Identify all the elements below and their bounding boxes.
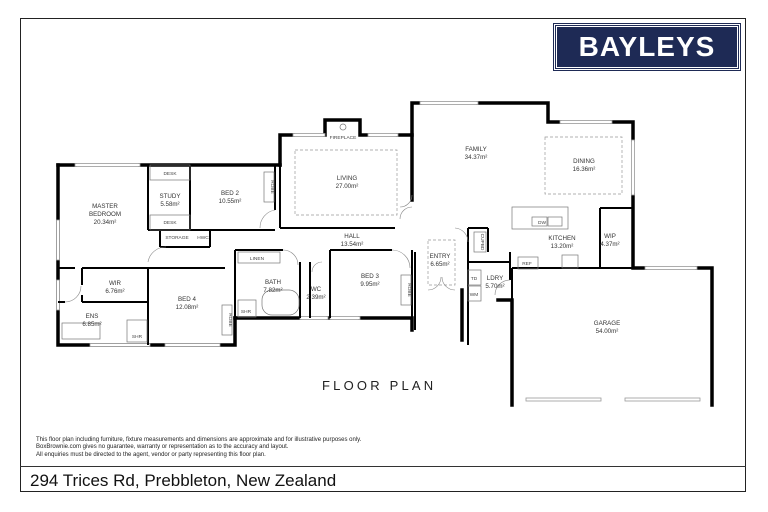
label-bed4-area: 12.08m² — [176, 304, 199, 311]
label-wm: WM — [470, 292, 479, 298]
label-robe-bed3: ROBE — [406, 283, 412, 297]
disclaimer-line-1: This floor plan including furniture, fix… — [36, 437, 362, 443]
label-wc: WC — [311, 286, 322, 293]
label-robe-bed2: ROBE — [269, 180, 275, 194]
label-wip: WIP — [604, 233, 616, 240]
label-master-area: 20.34m² — [94, 219, 117, 226]
label-ref: REF — [522, 261, 532, 267]
exterior-walls — [56, 101, 714, 407]
label-entry: ENTRY — [430, 253, 451, 260]
label-family-area: 34.37m² — [465, 154, 488, 161]
label-kitchen-area: 13.20m² — [551, 243, 574, 250]
logo-text: BAYLEYS — [578, 31, 716, 62]
label-shr-ens: SHR — [132, 334, 143, 340]
label-bed2: BED 2 — [221, 190, 239, 197]
label-bed3: BED 3 — [361, 273, 379, 280]
label-hall: HALL — [344, 233, 360, 240]
footer-separator — [20, 466, 746, 467]
label-garage-area: 54.00m² — [596, 328, 619, 335]
label-wir-area: 6.76m² — [105, 288, 124, 295]
label-bath: BATH — [265, 279, 281, 286]
label-ens: ENS — [86, 313, 99, 320]
label-shr-bath: SHR — [241, 309, 252, 315]
label-desk-bottom: DESK — [163, 220, 177, 226]
furniture-zones — [294, 136, 623, 286]
doors — [64, 194, 511, 303]
label-master-2: BEDROOM — [89, 211, 121, 218]
label-linen: LINEN — [250, 256, 265, 262]
label-bed2-area: 10.55m² — [219, 198, 242, 205]
floor-plan-title: FLOOR PLAN — [322, 378, 437, 393]
label-td: TD — [471, 276, 478, 282]
label-fireplace: FIREPLACE — [330, 135, 357, 141]
label-bed4: BED 4 — [178, 296, 196, 303]
label-family: FAMILY — [465, 146, 487, 153]
label-wc-area: 2.39m² — [306, 294, 325, 301]
label-hwc: HWC — [197, 235, 209, 241]
label-bath-area: 7.82m² — [263, 287, 282, 294]
disclaimer: This floor plan including furniture, fix… — [36, 437, 361, 459]
label-wip-area: 4.37m² — [600, 241, 619, 248]
label-ens-area: 6.85m² — [82, 321, 101, 328]
label-cupbd: CUPBD — [479, 234, 485, 251]
label-study-area: 5.58m² — [160, 201, 179, 208]
label-study: STUDY — [160, 193, 181, 200]
label-dining: DINING — [573, 158, 595, 165]
label-ldry-area: 5.70m² — [485, 283, 504, 290]
label-storage: STORAGE — [165, 235, 188, 241]
outer-frame — [20, 18, 746, 492]
disclaimer-line-3: All enquiries must be directed to the ag… — [36, 451, 266, 458]
label-living: LIVING — [337, 175, 357, 182]
label-ldry: LDRY — [487, 275, 503, 282]
property-address: 294 Trices Rd, Prebbleton, New Zealand — [30, 471, 337, 490]
windows — [56, 101, 701, 402]
label-dining-area: 16.36m² — [573, 166, 596, 173]
label-entry-area: 6.65m² — [430, 261, 449, 268]
room-labels: MASTER BEDROOM 20.34m² STUDY 5.58m² BED … — [82, 146, 620, 335]
label-master-1: MASTER — [92, 203, 118, 210]
label-living-area: 27.00m² — [336, 183, 359, 190]
label-desk-top: DESK — [163, 171, 177, 177]
label-garage: GARAGE — [594, 320, 620, 327]
label-wir: WIR — [109, 280, 122, 287]
disclaimer-line-2: BoxBrownie.com gives no guarantee, warra… — [36, 444, 289, 451]
fixture-labels: DESK DESK STORAGE HWC LINEN FIREPLACE DW… — [132, 135, 547, 340]
bayleys-logo: BAYLEYS — [553, 23, 741, 71]
label-dw: DW — [538, 220, 546, 226]
label-bed3-area: 9.95m² — [360, 281, 379, 288]
fixtures-outline — [61, 123, 579, 343]
label-hall-area: 13.54m² — [341, 241, 364, 248]
label-robe-bed4: ROBE — [227, 313, 233, 327]
label-kitchen: KITCHEN — [548, 235, 575, 242]
